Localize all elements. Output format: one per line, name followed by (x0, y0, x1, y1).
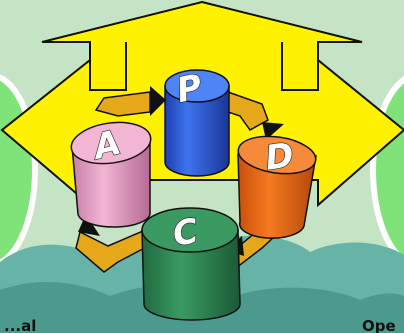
caption-right: Ope (362, 317, 396, 333)
cylinder-p: P (165, 67, 229, 176)
cycle-letter-d: D (263, 135, 297, 179)
cylinder-c: C (142, 208, 240, 320)
caption-left: ...al (4, 317, 36, 333)
cylinder-a: A (69, 118, 154, 227)
